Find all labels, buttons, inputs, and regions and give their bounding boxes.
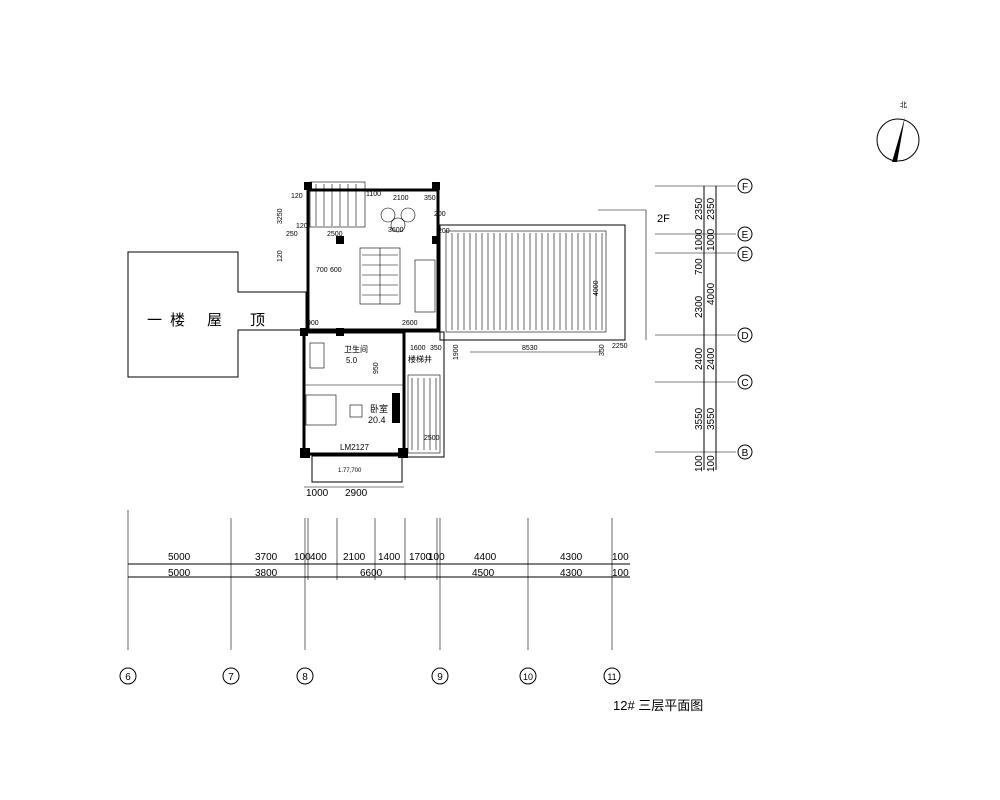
roof-label-2: 楼: [170, 312, 185, 329]
stair-label: 楼梯井: [408, 354, 432, 364]
right-grid-axes: F E E D C B: [737, 178, 753, 460]
svg-text:100: 100: [706, 455, 717, 472]
door-tag: LM2127: [340, 443, 369, 452]
axis-10: 10: [523, 672, 533, 682]
svg-text:1000: 1000: [706, 228, 717, 251]
svg-text:4300: 4300: [560, 568, 583, 579]
svg-text:1600: 1600: [410, 345, 426, 352]
svg-text:200: 200: [438, 228, 450, 235]
bottom-grid-axes: 6 7 8 9 10 11: [119, 667, 621, 685]
axis-D: D: [741, 331, 748, 342]
roof-label-4: 顶: [250, 312, 265, 329]
axis-E-2: E: [742, 250, 749, 261]
svg-text:2500: 2500: [327, 231, 343, 238]
svg-text:8530: 8530: [522, 345, 538, 352]
balcony-elev: 1.77,700: [338, 468, 362, 474]
right-dimensions: 2350 1000 700 2300 2400 3550 100 2350 10…: [655, 185, 736, 472]
svg-text:950: 950: [373, 362, 380, 374]
svg-text:2100: 2100: [393, 195, 409, 202]
svg-text:120: 120: [277, 250, 284, 262]
svg-text:1900: 1900: [453, 344, 460, 360]
axis-6: 6: [125, 672, 131, 683]
svg-text:4500: 4500: [472, 568, 495, 579]
plan-dims: 120 2100 1100 350 3250 120 250 2500 3600…: [277, 191, 628, 499]
svg-text:120: 120: [296, 223, 308, 230]
svg-text:350: 350: [599, 344, 606, 356]
bath-label: 卫生间: [344, 344, 368, 354]
axis-F: F: [742, 182, 748, 193]
svg-text:100: 100: [294, 552, 311, 563]
roof-label-1: 一: [147, 312, 162, 329]
svg-text:100: 100: [612, 568, 629, 579]
svg-text:2600: 2600: [402, 320, 418, 327]
svg-text:2250: 2250: [612, 343, 628, 350]
svg-text:1700: 1700: [409, 552, 432, 563]
terrace: 2F: [439, 209, 670, 353]
svg-text:600: 600: [330, 267, 342, 274]
svg-text:5000: 5000: [168, 552, 191, 563]
svg-text:1100: 1100: [366, 191, 381, 198]
drawing-title: 12# 三层平面图: [613, 698, 703, 713]
svg-text:2500: 2500: [424, 435, 440, 442]
svg-text:350: 350: [424, 195, 436, 202]
axis-9: 9: [437, 672, 443, 683]
svg-text:700: 700: [316, 267, 328, 274]
axis-B: B: [742, 448, 749, 459]
roof-label-3: 屋: [207, 312, 222, 329]
svg-text:1400: 1400: [378, 552, 401, 563]
svg-text:900: 900: [307, 320, 319, 327]
svg-text:6600: 6600: [360, 568, 383, 579]
svg-text:120: 120: [291, 193, 303, 200]
svg-text:250: 250: [286, 231, 298, 238]
svg-text:400: 400: [310, 552, 327, 563]
svg-text:100: 100: [694, 455, 705, 472]
svg-text:2400: 2400: [694, 347, 705, 370]
bottom-dimensions: 5000 3700 100 400 2100 1400 1700 100 440…: [127, 510, 630, 650]
room-area: 20.4: [368, 415, 386, 425]
svg-text:3550: 3550: [706, 407, 717, 430]
svg-text:3600: 3600: [388, 227, 404, 234]
svg-text:100: 100: [612, 552, 629, 563]
svg-text:3800: 3800: [255, 568, 278, 579]
svg-text:5000: 5000: [168, 568, 191, 579]
svg-text:100: 100: [428, 552, 445, 563]
svg-text:3700: 3700: [255, 552, 278, 563]
svg-text:200: 200: [434, 211, 446, 218]
svg-text:4400: 4400: [474, 552, 497, 563]
lower-plan: 卧室 20.4 LM2127 1.77,700 卫生间 5.0 楼梯井: [300, 328, 445, 483]
upper-plan: [304, 181, 440, 332]
north-label: 北: [900, 101, 907, 109]
floor-2f-label: 2F: [657, 213, 670, 225]
bath-area: 5.0: [346, 356, 358, 365]
axis-7: 7: [228, 672, 234, 683]
room-label: 卧室: [370, 403, 388, 414]
axis-E-1: E: [742, 230, 749, 241]
axis-11: 11: [607, 672, 616, 682]
svg-text:2300: 2300: [694, 295, 705, 318]
svg-text:2350: 2350: [694, 197, 705, 220]
svg-text:2100: 2100: [343, 552, 366, 563]
svg-text:2900: 2900: [345, 488, 368, 499]
svg-text:700: 700: [694, 258, 705, 275]
axis-C: C: [741, 378, 748, 389]
svg-text:3550: 3550: [694, 407, 705, 430]
svg-text:4000: 4000: [593, 280, 600, 296]
svg-text:2400: 2400: [706, 347, 717, 370]
svg-text:4300: 4300: [560, 552, 583, 563]
svg-text:4000: 4000: [706, 282, 717, 305]
svg-text:3250: 3250: [277, 208, 284, 224]
north-arrow-icon: 北: [876, 101, 920, 162]
svg-text:1000: 1000: [694, 228, 705, 251]
svg-text:1000: 1000: [306, 488, 329, 499]
axis-8: 8: [302, 672, 308, 683]
svg-text:2350: 2350: [706, 197, 717, 220]
svg-text:350: 350: [430, 345, 442, 352]
